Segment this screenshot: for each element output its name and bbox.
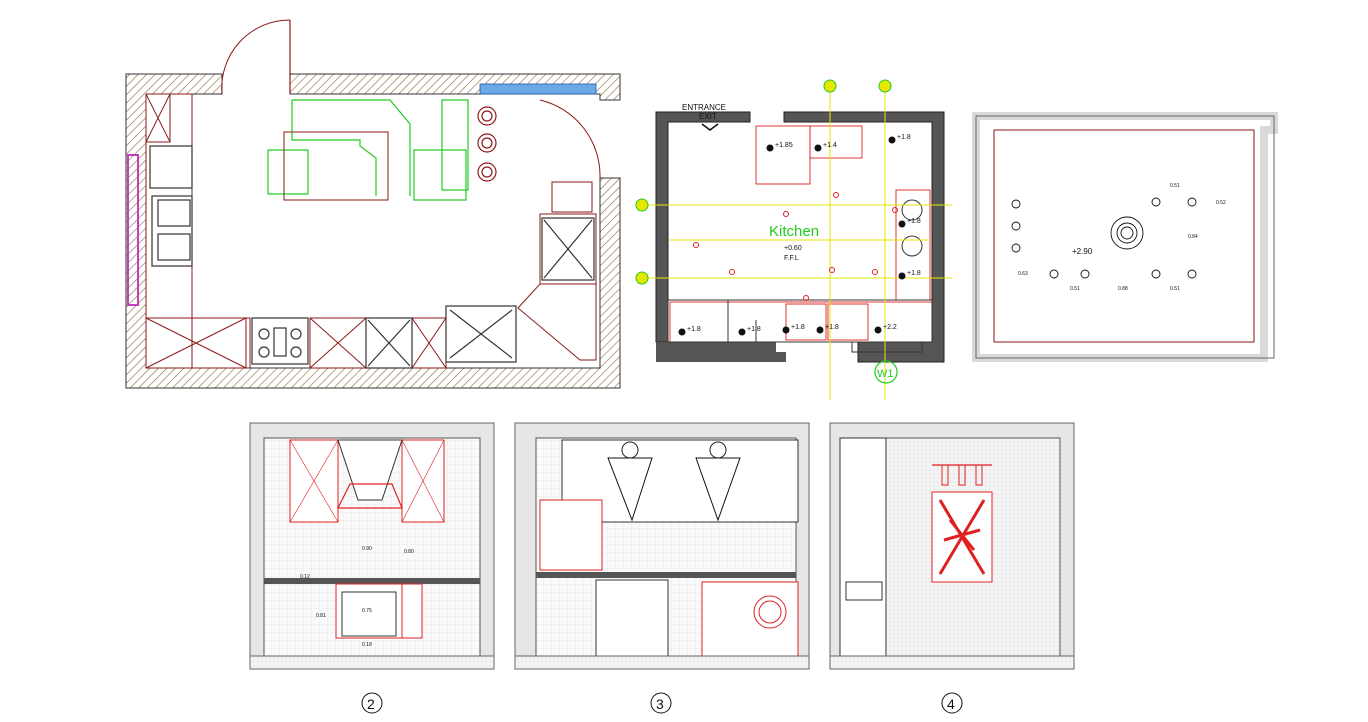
- level-label: +1.8: [897, 134, 911, 141]
- elevation-dimension: 0.81: [316, 613, 326, 619]
- elevation-dimension: 0.80: [404, 549, 414, 555]
- elevation-dimension: 0.75: [362, 608, 372, 614]
- level-label: +1.85: [775, 142, 793, 149]
- level-marker-icon: [782, 326, 790, 334]
- level-label: +1.8: [687, 326, 701, 333]
- level-marker-icon: [678, 328, 686, 336]
- level-label: +1.8: [791, 324, 805, 331]
- view-marker-4: 4: [947, 696, 955, 712]
- ceiling-dimension: 0.88: [1118, 286, 1128, 292]
- level-marker-icon: [874, 326, 882, 334]
- window-tag: W1: [877, 368, 894, 380]
- level-label: +1.4: [823, 142, 837, 149]
- elevation-dimension: 0.12: [300, 574, 310, 580]
- ceiling-dimension: 0.52: [1216, 200, 1226, 206]
- level-marker-icon: [738, 328, 746, 336]
- exit-label: EXIT: [699, 112, 717, 121]
- floor-level-value: +0.60: [784, 245, 802, 252]
- level-marker-icon: [766, 144, 774, 152]
- level-label: +1.8: [747, 326, 761, 333]
- level-marker-icon: [816, 326, 824, 334]
- level-marker-icon: [888, 136, 896, 144]
- ceiling-dimension: 0.51: [1170, 286, 1180, 292]
- room-name-kitchen: Kitchen: [769, 223, 819, 240]
- elevation-2: 0.90 0.80 0.12 0.75 0.81 0.18: [249, 422, 495, 670]
- level-marker-icon: [898, 272, 906, 280]
- floor-plan-kitchen-levels: +1.85 +1.4 +1.8 +1.8 +1.8 +1.8 +1.8 +1.8 +1.8 +2.…: [635, 79, 952, 400]
- level-label: +1.8: [907, 270, 921, 277]
- ceiling-dimension: 0.84: [1188, 234, 1198, 240]
- ceiling-plan: +2.90 0.51 0.52 0.84 0.63 0.51 0.88 0.51: [972, 112, 1278, 362]
- elevation-dimension: 0.90: [362, 546, 372, 552]
- view-markers: 2 3 4: [361, 692, 963, 714]
- level-label: +1.8: [907, 218, 921, 225]
- ceiling-dimension: 0.63: [1018, 271, 1028, 277]
- floor-level-label: F.F.L: [784, 255, 799, 262]
- level-marker-icon: [814, 144, 822, 152]
- ceiling-dimension: 0.51: [1070, 286, 1080, 292]
- floor-plan-furniture: [125, 19, 621, 389]
- elevation-dimension: 0.18: [362, 642, 372, 648]
- elevation-4: [829, 422, 1075, 670]
- level-marker-icon: [898, 220, 906, 228]
- view-marker-2: 2: [367, 696, 375, 712]
- level-label: +1.8: [825, 324, 839, 331]
- view-marker-3: 3: [656, 696, 664, 712]
- elevation-3: [514, 422, 810, 670]
- level-label: +2.2: [883, 324, 897, 331]
- ceiling-level: +2.90: [1072, 247, 1093, 256]
- entrance-label: ENTRANCE: [682, 103, 726, 112]
- ceiling-dimension: 0.51: [1170, 183, 1180, 189]
